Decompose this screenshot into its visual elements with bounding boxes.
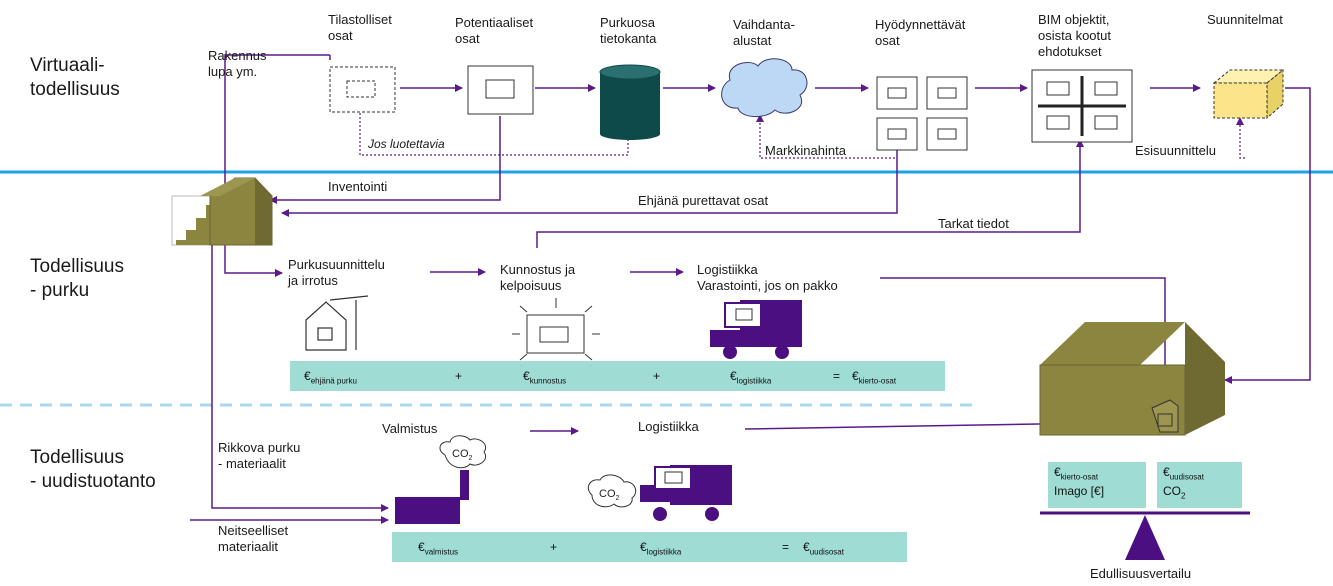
vaihdanta-label: Vaihdanta-alustat bbox=[733, 17, 795, 48]
eq-term-logistiikka: €logistiikka bbox=[730, 369, 772, 386]
rikkova-purku-label: Rikkova purku- materiaalit bbox=[218, 440, 301, 471]
eq-equals: = bbox=[782, 540, 790, 554]
dotted-feedback bbox=[359, 113, 1245, 159]
zone-purku: Todellisuus- purku bbox=[30, 256, 124, 301]
eq-term-kunnostus: €kunnostus bbox=[523, 369, 567, 386]
scale-pan-uudis: €uudisosat CO2 bbox=[1157, 462, 1242, 508]
plan-cube-icon bbox=[1212, 68, 1285, 120]
ehjana-arrow bbox=[281, 140, 898, 217]
potentiaaliset-box bbox=[467, 65, 534, 115]
bim-box bbox=[1031, 69, 1133, 143]
zone-virtual: Virtuaali-todellisuus bbox=[30, 55, 120, 100]
cloud-icon bbox=[721, 58, 808, 117]
inventointi-label: Inventointi bbox=[328, 179, 388, 194]
ehjana-label: Ehjänä purettavat osat bbox=[638, 193, 769, 208]
zone-uudistuotanto: Todellisuus- uudistuotanto bbox=[30, 447, 156, 492]
new-building-icon bbox=[1039, 322, 1225, 436]
eq-plus: + bbox=[550, 540, 558, 554]
co2-factory: CO2 bbox=[452, 448, 473, 463]
eq-term-logistiikka: €logistiikka bbox=[640, 540, 682, 557]
uusi-equation-bar bbox=[392, 532, 907, 562]
eq-plus: + bbox=[455, 369, 463, 383]
factory-icon bbox=[395, 435, 486, 524]
inventointi-arrow bbox=[269, 116, 501, 204]
tarkat-arrow bbox=[536, 139, 1084, 248]
scale-caption: Edullisuusvertailu bbox=[1090, 566, 1192, 581]
existing-building-icon bbox=[171, 177, 273, 246]
renovation-icon bbox=[512, 298, 600, 361]
truck-icon bbox=[710, 300, 802, 359]
hyodynnettavat-grid bbox=[876, 76, 968, 151]
balance-scale bbox=[1040, 511, 1250, 560]
eq-result-uudis: €uudisosat bbox=[803, 540, 844, 557]
main-vertical-flow bbox=[190, 54, 389, 524]
house-demolition-icon bbox=[305, 295, 369, 351]
valmistus-label: Valmistus bbox=[382, 421, 438, 436]
purku-equation-bar bbox=[290, 361, 945, 391]
eq-result-kierto: €kierto-osat bbox=[852, 369, 897, 386]
eq-term-valmistus: €valmistus bbox=[418, 540, 459, 557]
eq-term-ehjana: €ehjänä purku bbox=[304, 369, 357, 386]
markkinahinta-label: Markkinahinta bbox=[765, 143, 846, 158]
esisuunnittelu-label: Esisuunnittelu bbox=[1135, 143, 1216, 158]
jos-luotettavia-label: Jos luotettavia bbox=[368, 137, 445, 151]
truck-co2-icon bbox=[587, 465, 732, 521]
tilastolliset-box bbox=[329, 66, 396, 113]
eq-equals: = bbox=[833, 369, 841, 383]
eq-plus: + bbox=[653, 369, 661, 383]
co2-truck: CO2 bbox=[599, 488, 620, 503]
tarkat-label: Tarkat tiedot bbox=[938, 216, 1009, 231]
scale-pan-kierto: €kierto-osat Imago [€] bbox=[1048, 462, 1146, 508]
suunnitelmat-label: Suunnitelmat bbox=[1207, 12, 1283, 27]
database-icon bbox=[599, 64, 661, 140]
logistiikka-uusi-label: Logistiikka bbox=[638, 419, 699, 434]
